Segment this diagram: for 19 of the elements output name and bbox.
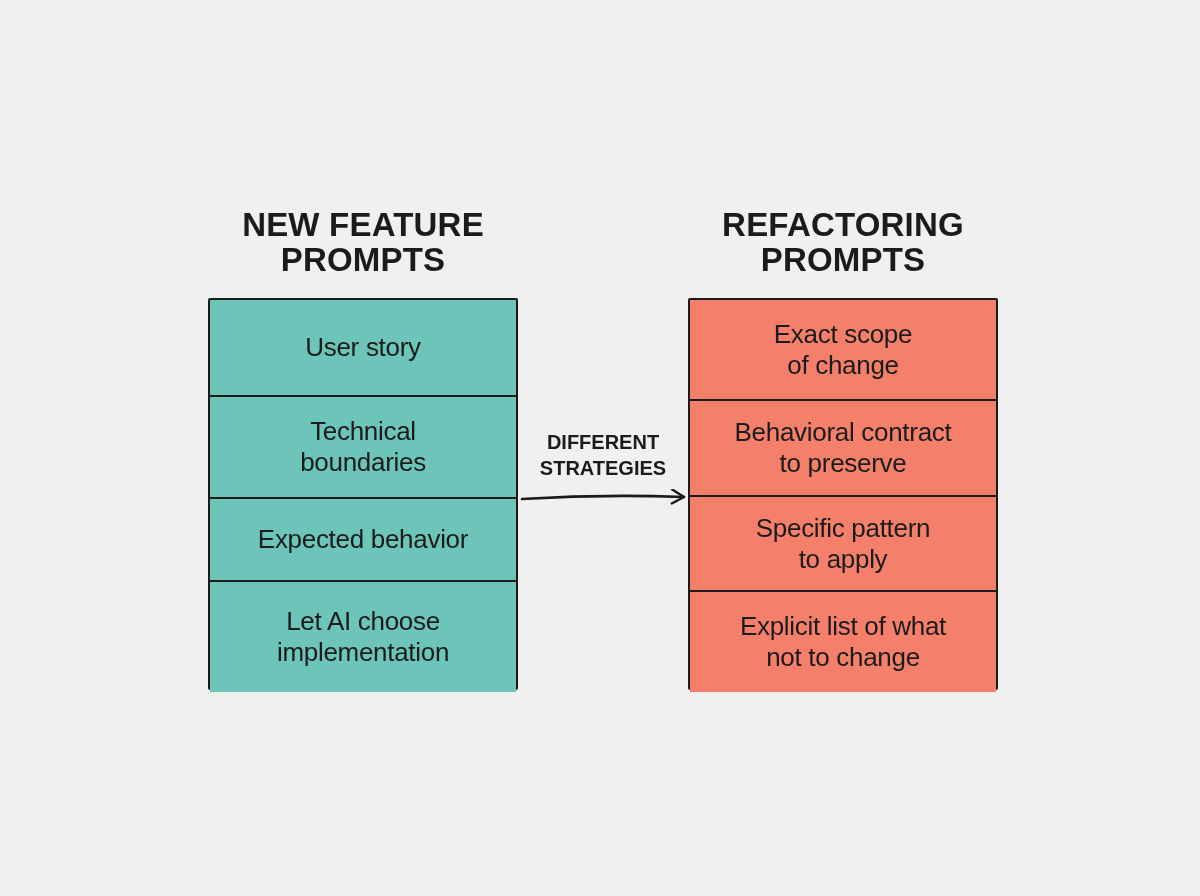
- list-row: [210, 395, 516, 497]
- list-row: [210, 497, 516, 580]
- item-text: Specific pattern to apply: [754, 512, 932, 575]
- column-heading: NEW FEATURE PROMPTS: [241, 206, 485, 278]
- item-text: Exact scope of change: [772, 318, 914, 381]
- list-row: [690, 399, 996, 495]
- list-row: [210, 580, 516, 692]
- list-row: [690, 495, 996, 590]
- list-row: [210, 300, 516, 395]
- list-row: [690, 300, 996, 399]
- item-text: User story: [305, 332, 421, 363]
- arrow: [520, 488, 686, 505]
- item-text: Technical boundaries: [299, 416, 427, 478]
- item-text: Expected behavior: [257, 524, 469, 555]
- list-row: [690, 590, 996, 692]
- column-heading: REFACTORING PROMPTS: [721, 206, 965, 278]
- item-text: Let AI choose implementation: [275, 606, 451, 668]
- item-text: Explicit list of what not to change: [738, 611, 948, 673]
- item-text: Behavioral contract to preserve: [733, 417, 953, 479]
